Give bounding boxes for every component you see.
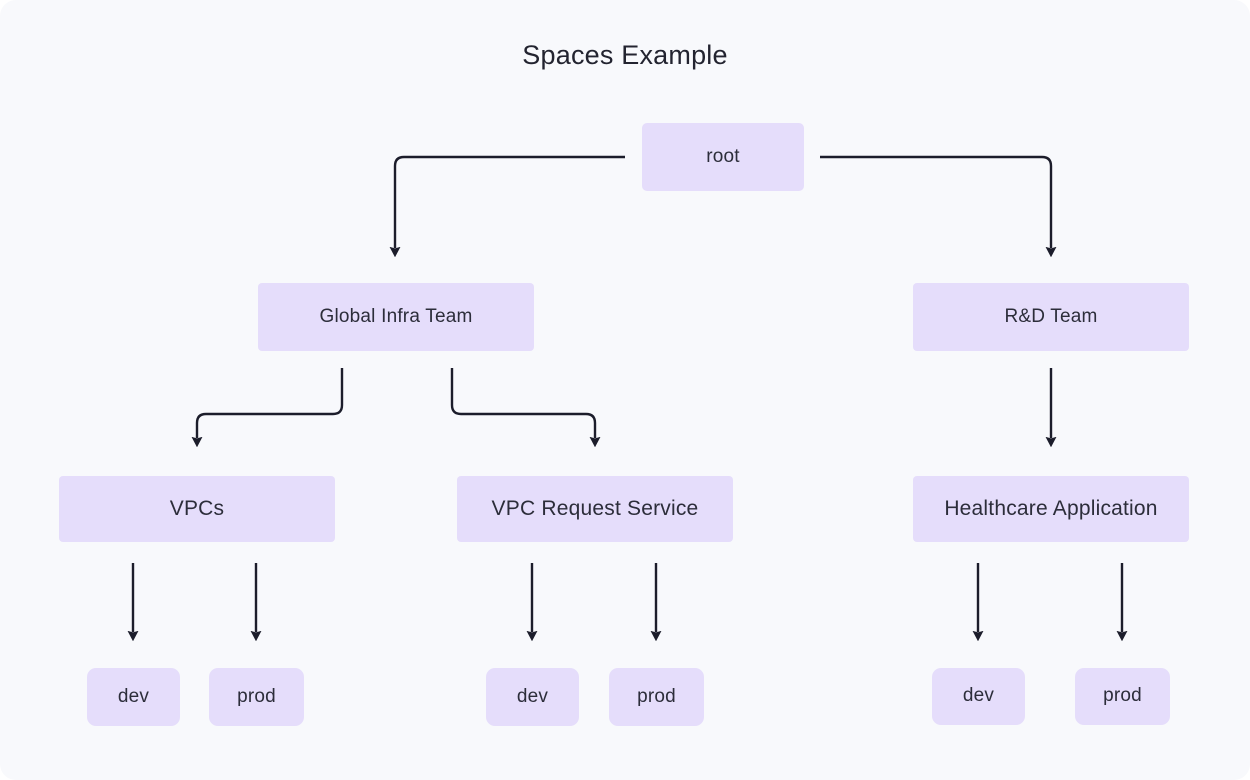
node-healthcare-dev[interactable]: dev bbox=[932, 668, 1025, 725]
edge-root-to-global_infra bbox=[395, 155, 625, 248]
node-label: dev bbox=[117, 685, 150, 707]
node-label: VPC Request Service bbox=[491, 497, 699, 521]
node-label: R&D Team bbox=[1004, 305, 1098, 327]
node-vpcs-dev[interactable]: dev bbox=[87, 668, 180, 726]
node-label: dev bbox=[962, 685, 995, 707]
node-vpcs[interactable]: VPCs bbox=[59, 476, 335, 542]
node-label: prod bbox=[637, 685, 676, 707]
node-healthcare-prod[interactable]: prod bbox=[1075, 668, 1170, 725]
node-root[interactable]: root bbox=[642, 123, 804, 191]
node-label: dev bbox=[516, 685, 549, 707]
node-global-infra[interactable]: Global Infra Team bbox=[258, 283, 534, 351]
node-label: prod bbox=[237, 685, 276, 707]
node-label: Healthcare Application bbox=[944, 497, 1158, 521]
node-vpcs-prod[interactable]: prod bbox=[209, 668, 304, 726]
node-label: Global Infra Team bbox=[319, 305, 473, 327]
node-vpc-request[interactable]: VPC Request Service bbox=[457, 476, 733, 542]
page-title: Spaces Example bbox=[522, 40, 728, 70]
edge-global_infra-to-vpc_request bbox=[450, 368, 595, 438]
node-label: VPCs bbox=[169, 497, 225, 521]
edge-group bbox=[133, 155, 1122, 632]
node-vpcreq-dev[interactable]: dev bbox=[486, 668, 579, 726]
node-rnd-team[interactable]: R&D Team bbox=[913, 283, 1189, 351]
edge-global_infra-to-vpcs bbox=[197, 368, 344, 438]
node-label: root bbox=[706, 145, 740, 167]
edge-root-to-rnd_team bbox=[820, 155, 1051, 248]
node-vpcreq-prod[interactable]: prod bbox=[609, 668, 704, 726]
node-label: prod bbox=[1103, 685, 1142, 707]
node-healthcare[interactable]: Healthcare Application bbox=[913, 476, 1189, 542]
